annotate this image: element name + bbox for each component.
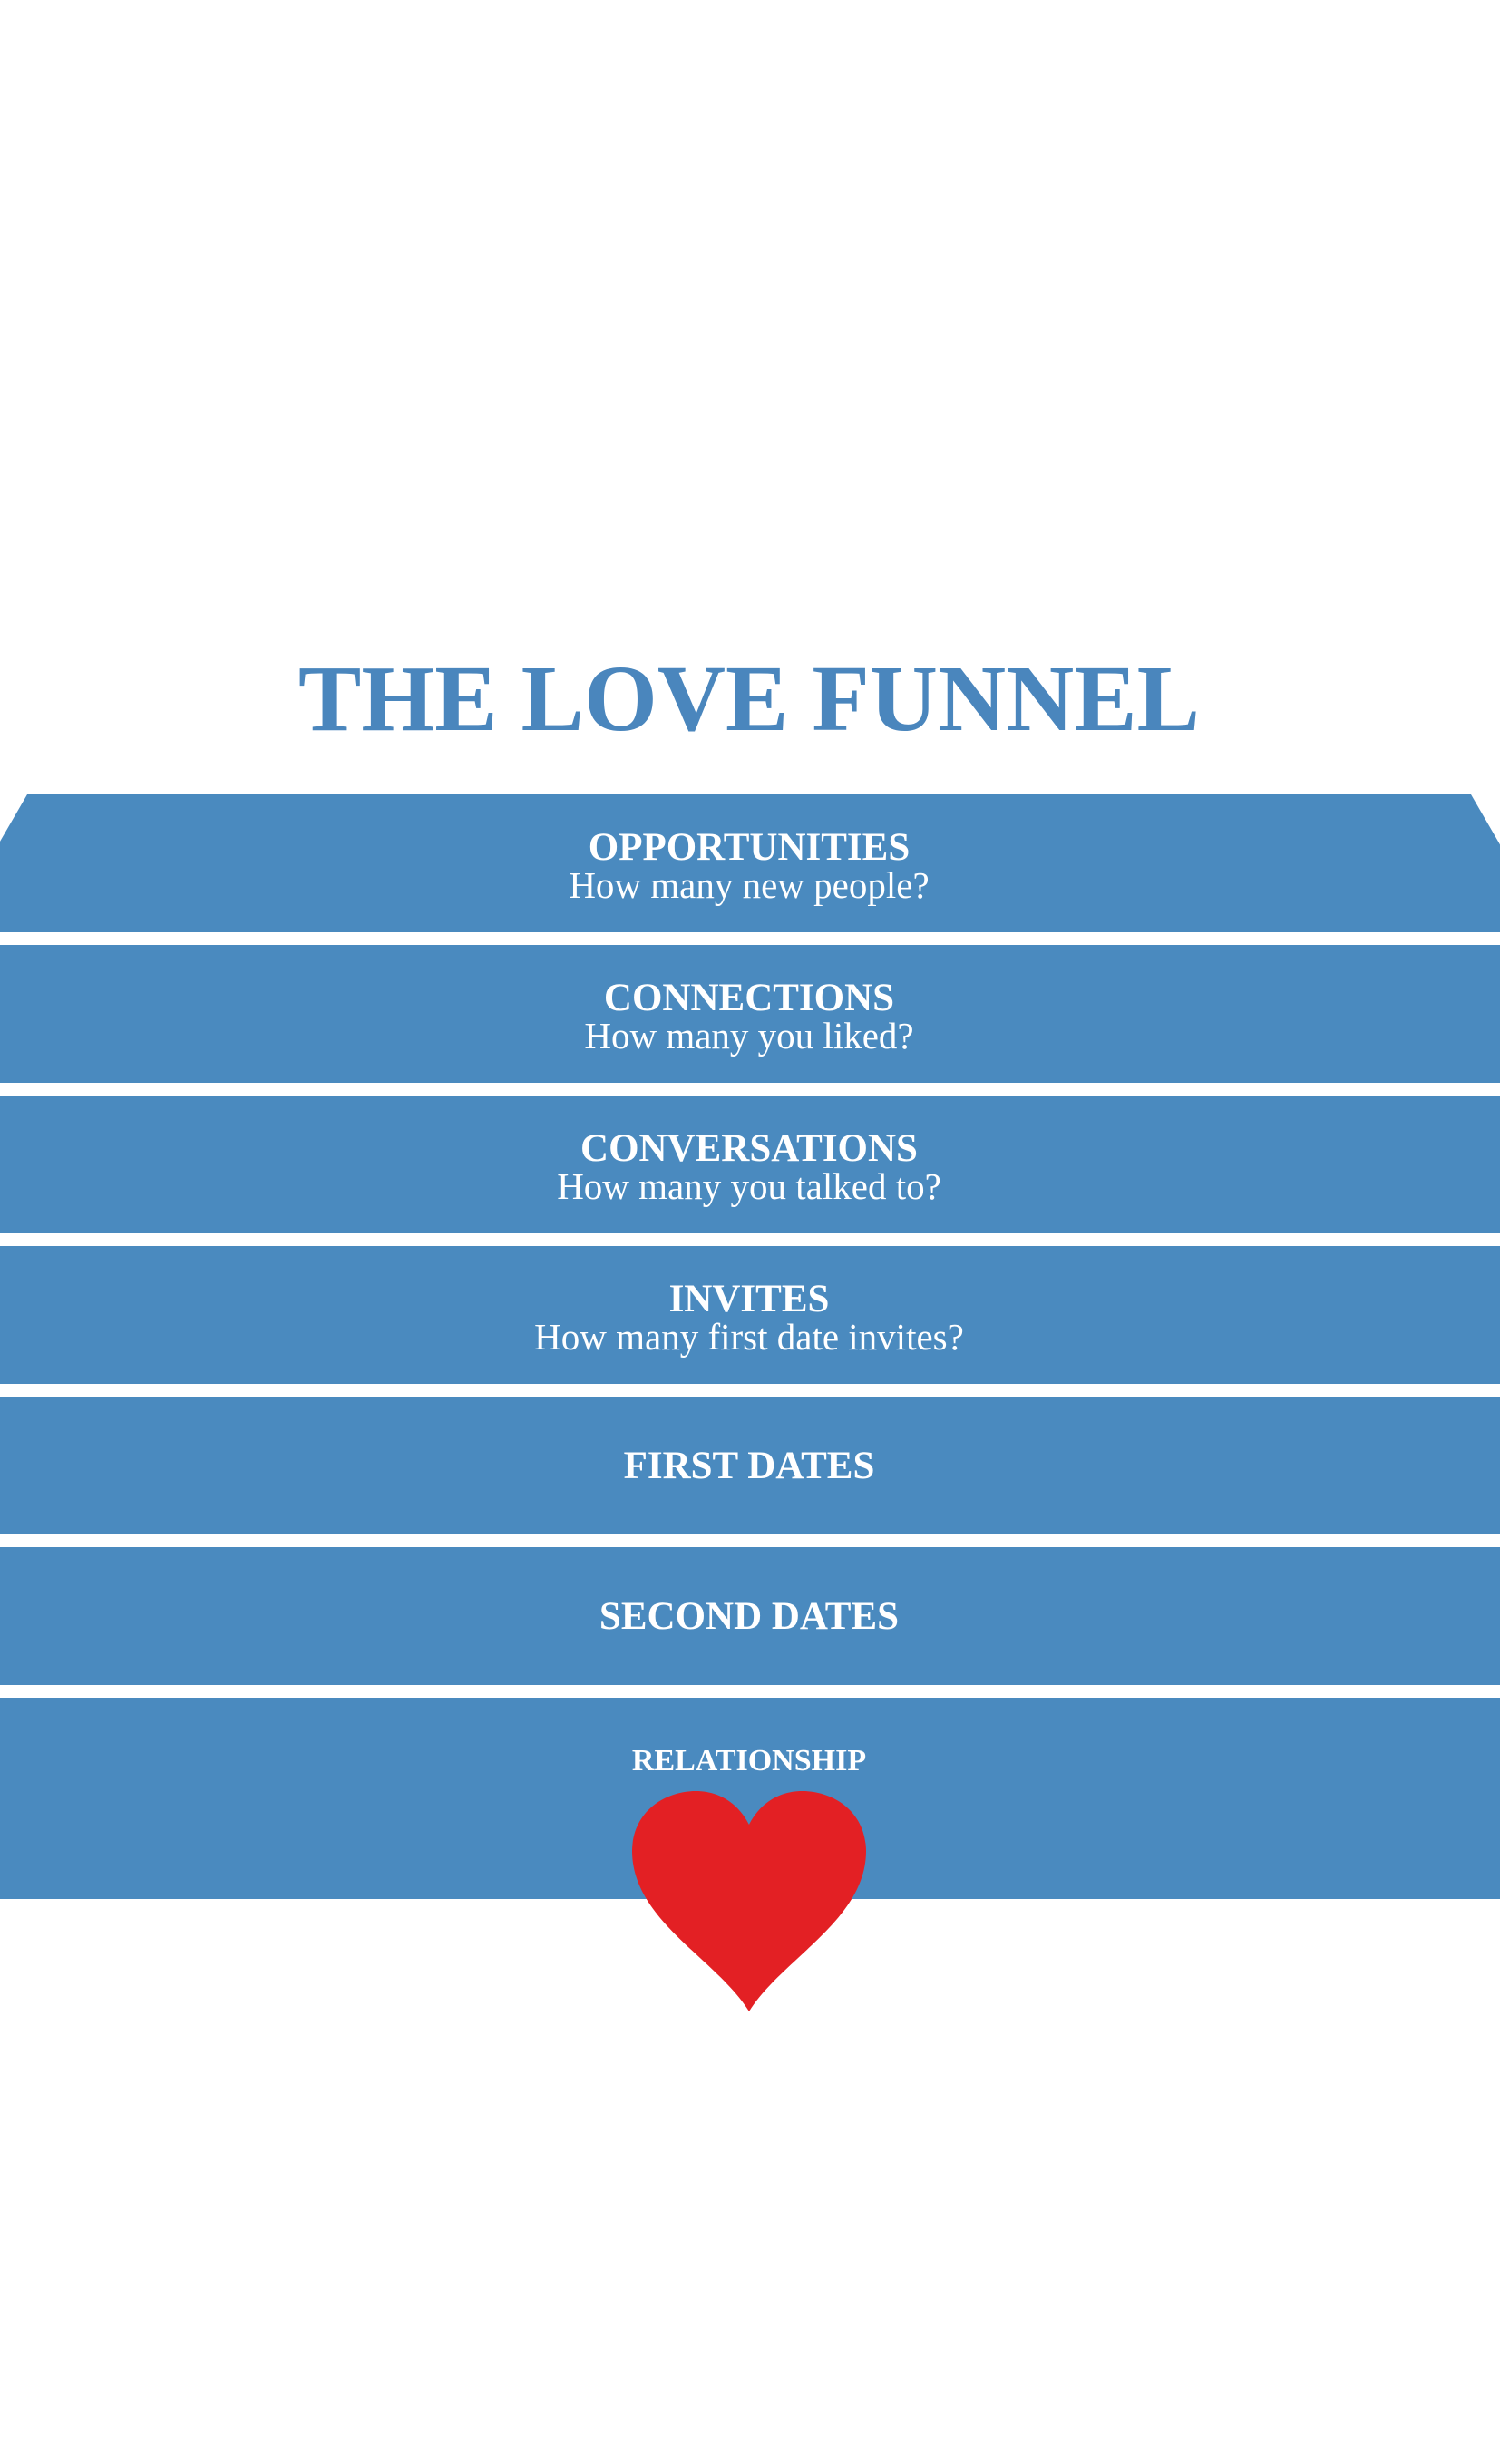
heart-icon xyxy=(632,1791,866,2011)
stage-label: INVITES xyxy=(669,1278,830,1320)
stage-question: How many first date invites? xyxy=(534,1316,964,1358)
funnel-title: THE LOVE FUNNEL xyxy=(298,647,1200,751)
stage-label: SECOND DATES xyxy=(599,1595,899,1638)
funnel-band-connections xyxy=(0,945,1500,1083)
funnel-band-opportunities xyxy=(0,794,1500,932)
funnel-band-conversations xyxy=(0,1096,1500,1233)
stage-label: RELATIONSHIP xyxy=(632,1744,866,1777)
stage-label: CONVERSATIONS xyxy=(580,1127,918,1170)
stage-label: OPPORTUNITIES xyxy=(589,826,911,869)
stage-label: FIRST DATES xyxy=(624,1445,875,1487)
stage-label: CONNECTIONS xyxy=(604,977,894,1019)
stage-question: How many you liked? xyxy=(584,1015,913,1057)
stage-question: How many you talked to? xyxy=(557,1165,941,1207)
funnel-band-first-dates xyxy=(0,1397,1500,1534)
funnel-band-invites xyxy=(0,1246,1500,1384)
stage-question: How many new people? xyxy=(569,864,929,906)
funnel-band-relationship xyxy=(0,1698,1500,1836)
funnel-band-second-dates xyxy=(0,1547,1500,1685)
